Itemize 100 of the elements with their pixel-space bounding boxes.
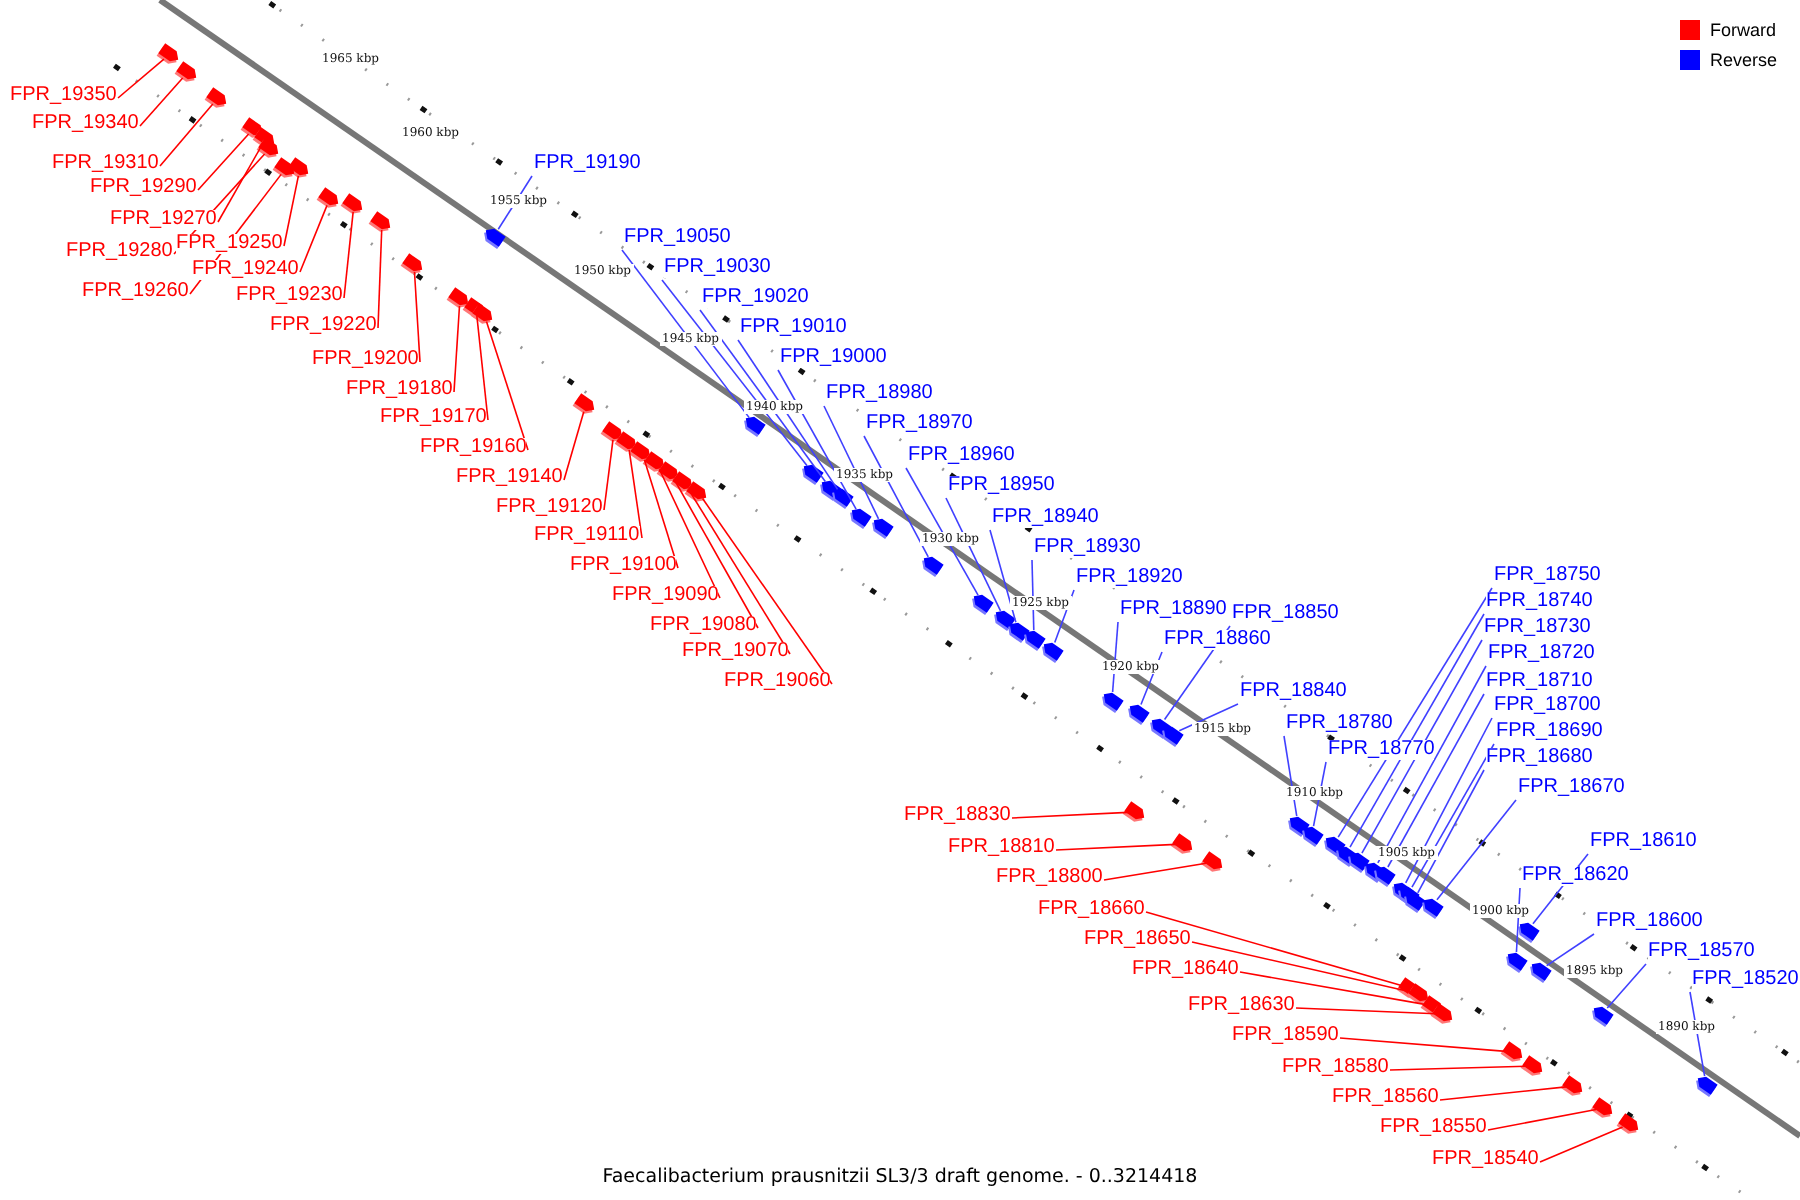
leader-line [658,468,721,599]
leader-line [159,103,214,167]
leader-line [1283,735,1298,817]
leader-line [377,229,383,329]
gene-label: FPR_18980 [826,384,933,404]
gene-label: FPR_18780 [1286,714,1393,734]
gene-block [656,461,679,482]
leader-line [945,497,1002,612]
gene-label: FPR_18930 [1034,538,1141,558]
gene-block [1506,952,1528,974]
gene-label: FPR_18610 [1590,832,1697,852]
leader-line [1145,911,1404,987]
leader-line [1377,665,1487,864]
gene-block [972,594,994,616]
gene-label: FPR_18580 [1282,1058,1389,1078]
gene-label: FPR_19080 [650,616,757,636]
caption: Faecalibacterium prausnitzii SL3/3 draft genome. - 0..3214418 [602,1166,1198,1188]
gene-block [1520,1055,1543,1076]
leader-line [1178,703,1239,732]
leader-line [1606,963,1647,1009]
gene-label: FPR_19230 [236,286,343,306]
gene-label: FPR_19070 [682,642,789,662]
gene-block [1518,922,1540,944]
gene-block [1024,630,1046,652]
gene-block [628,441,651,462]
leader-line [197,133,250,191]
gene-label: FPR_19010 [740,318,847,338]
gene-block [1616,1113,1639,1134]
gene-block [470,303,493,324]
gene-label: FPR_19160 [420,438,527,458]
leader-line [1539,1126,1624,1163]
gene-block [1530,962,1552,984]
leader-line [673,478,759,629]
gene-block [1592,1006,1614,1028]
gene-label: FPR_19220 [270,316,377,336]
leader-line [1055,843,1177,851]
gene-label: FPR_18690 [1496,722,1603,742]
gene-label: FPR_18640 [1132,960,1239,980]
leader-line [621,249,750,419]
gene-label: FPR_18810 [948,838,1055,858]
gene-label: FPR_19180 [346,380,453,400]
gene-block [272,157,295,178]
leader-line [699,309,827,483]
legend-label: Reverse [1710,50,1778,70]
gene-label: FPR_18630 [1188,996,1295,1016]
gene-label: FPR_19000 [780,348,887,368]
leader-line [603,439,614,511]
gene-label: FPR_18950 [948,476,1055,496]
gene-label: FPR_19140 [456,468,563,488]
gene-label: FPR_19110 [534,526,640,546]
gene-label: FPR_18750 [1494,566,1601,586]
leader-line [737,339,839,491]
gene-block [446,287,469,308]
leader-line [1404,717,1493,884]
gene-label: FPR_18850 [1232,604,1339,624]
gene-block [1696,1076,1718,1098]
gene-block [174,61,197,82]
leader-line [485,320,529,451]
leader-line [823,405,880,520]
leader-line [476,315,489,421]
leader-line [117,58,165,99]
gene-label: FPR_19050 [624,228,731,248]
gene-block [1404,892,1426,914]
leader-line [1389,1065,1527,1071]
gene-block [1122,801,1145,822]
gene-label: FPR_19310 [52,154,159,174]
leader-line [1487,1108,1597,1131]
leader-line [1545,933,1595,967]
leader-line [217,144,263,223]
leader-line [1436,799,1517,901]
leader-line [1295,1007,1437,1015]
leader-line [343,211,354,299]
leader-line [1439,1086,1567,1101]
gene-block [802,464,824,486]
gene-label: FPR_18550 [1380,1118,1487,1138]
gene-label: FPR_19090 [612,586,719,606]
gene-label: FPR_19350 [10,86,117,106]
gene-label: FPR_18680 [1486,748,1593,768]
gene-label: FPR_19260 [82,282,189,302]
gene-block [614,431,637,452]
gene-label: FPR_19170 [380,408,487,428]
gene-label: FPR_18600 [1596,912,1703,932]
gene-block [368,211,391,232]
leader-line [989,529,1017,624]
leader-line [701,497,833,685]
gene-block [1102,692,1124,714]
gene-block [340,193,363,214]
gene-label: FPR_18620 [1522,866,1629,886]
gene-label: FPR_19200 [312,350,419,370]
gene-label: FPR_19120 [496,498,603,518]
gene-block [1374,866,1396,888]
leader-line [139,77,184,127]
gene-label: FPR_18660 [1038,900,1145,920]
gene-label: FPR_18670 [1518,778,1625,798]
leader-line [413,271,421,363]
leader-line [687,488,791,655]
gene-label: FPR_19020 [702,288,809,308]
gene-label: FPR_19030 [664,258,771,278]
leader-line [1689,991,1706,1077]
gene-block [316,187,339,208]
